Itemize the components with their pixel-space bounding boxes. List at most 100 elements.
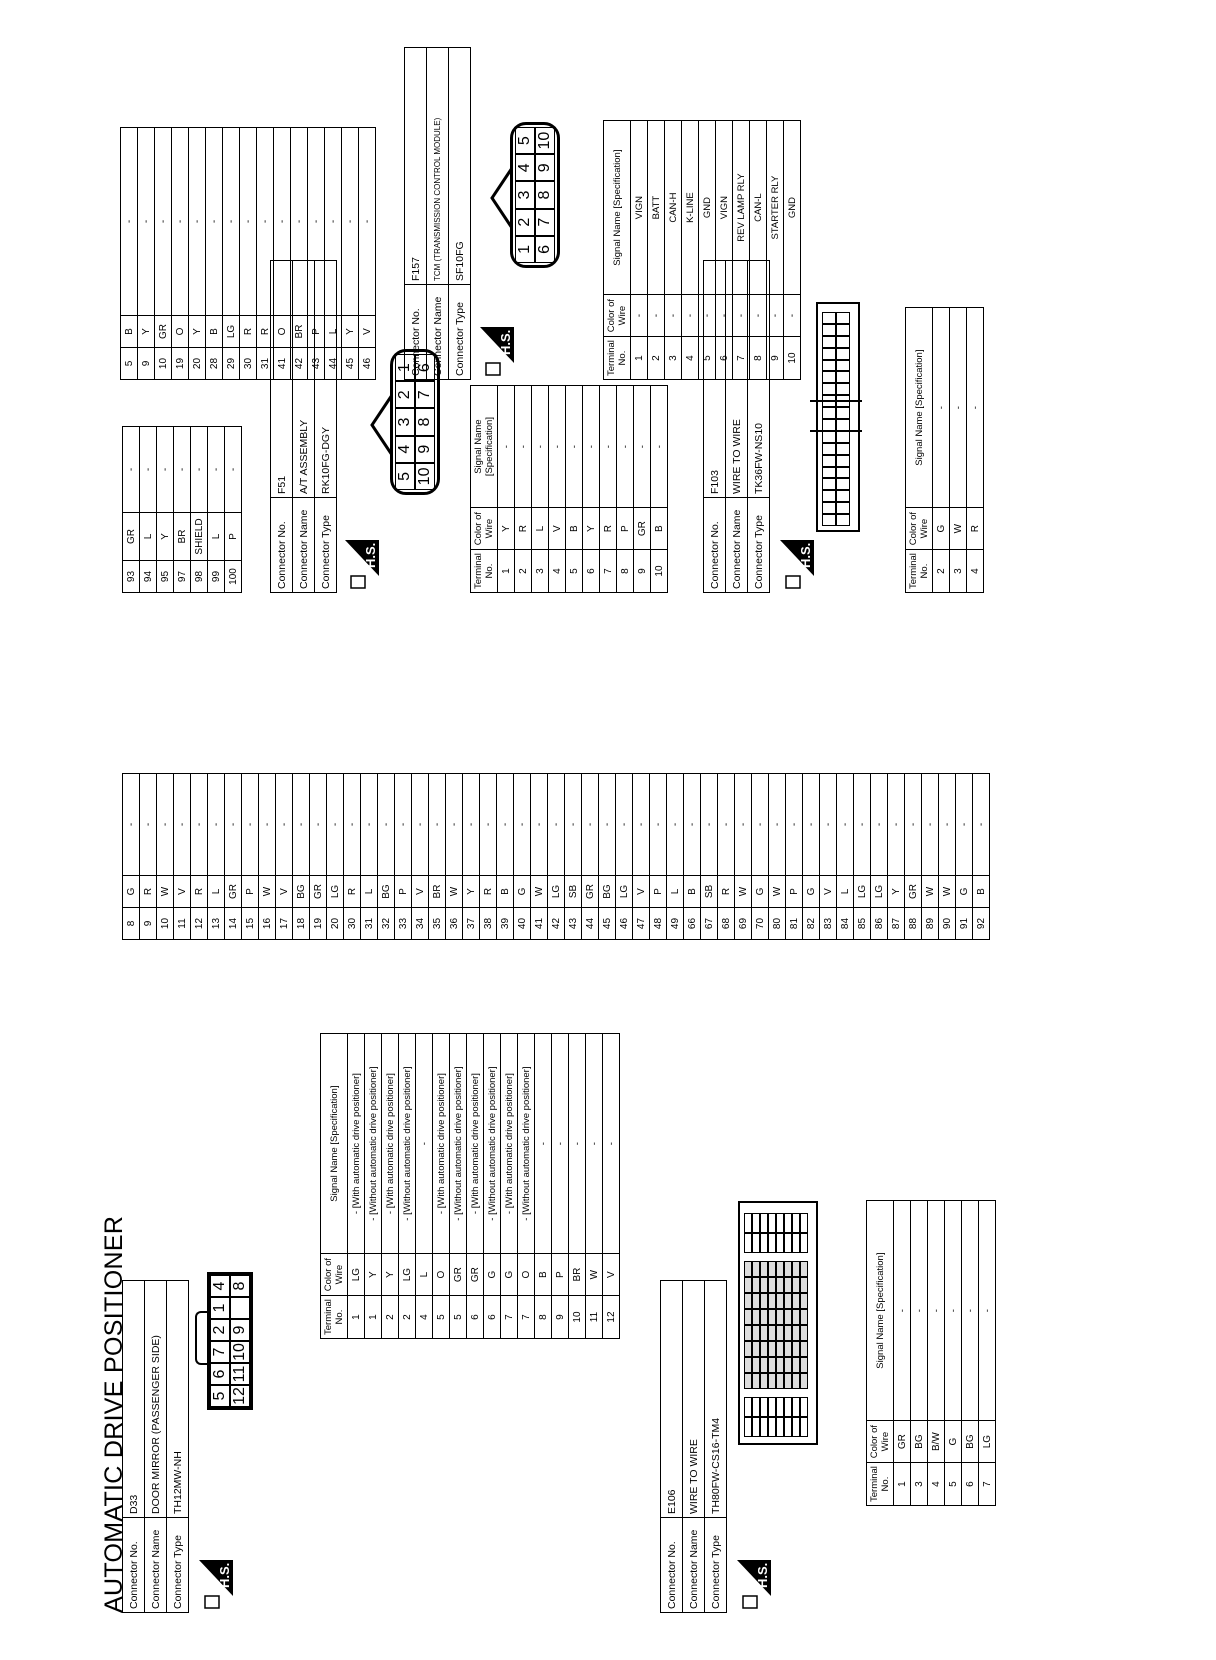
terminal-cell: 11 [585,1295,603,1339]
color-cell: L [207,875,225,908]
svg-text:H.S.: H.S. [498,330,513,355]
color-cell: GR [309,875,327,908]
table-row: 7-REV LAMP RLY [732,120,750,380]
terminal-cell: 10 [568,1295,586,1339]
pin-cell: 5 [210,1385,230,1407]
pin-cell: 3 [395,408,415,436]
color-cell: G [955,875,973,908]
signal-cell: - [324,127,342,316]
pin-cell [776,1277,784,1293]
signal-cell: - [190,426,208,513]
signal-cell: - [445,773,463,876]
terminal-cell: 2 [514,549,532,593]
terminal-cell: 44 [581,907,599,940]
pin-cell [792,1309,800,1325]
pin-cell [792,1357,800,1373]
terminal-cell: 31 [256,347,274,380]
terminal-cell: 95 [156,560,174,593]
signal-cell: - [513,773,531,876]
signal-cell: - [275,773,293,876]
pin-cell [784,1213,792,1233]
terminal-cell: 3 [664,336,682,380]
signal-cell: - [With automatic drive positioner] [432,1033,450,1254]
d33-connector-type: TH12MW-NH [166,1280,189,1518]
table-row: 1-VIGN [630,120,648,380]
pin-cell [768,1341,776,1357]
terminal-cell: 82 [802,907,820,940]
hdr-color: Color of Wire [470,507,498,550]
signal-cell: - [341,127,359,316]
color-cell: GR [449,1253,467,1296]
signal-cell: - [428,773,446,876]
pin-cell [822,383,836,396]
signal-cell: - [156,426,174,513]
color-cell: R [514,507,532,550]
terminal-cell: 2 [398,1295,416,1339]
signal-cell: - [683,773,701,876]
terminal-cell: 45 [598,907,616,940]
signal-cell: - [887,773,905,876]
color-cell: GR [633,507,651,550]
pin-cell [836,347,850,360]
color-cell: Y [887,875,905,908]
color-cell: LG [547,875,565,908]
terminal-cell: 5 [432,1295,450,1339]
signal-cell: CAN-L [749,120,767,295]
signal-cell: - [581,773,599,876]
terminal-cell: 46 [358,347,376,380]
terminal-cell: 99 [207,560,225,593]
e106-connector-no: E106 [660,1280,683,1518]
color-cell: BG [598,875,616,908]
f157-connector-name: TCM (TRANSMISSION CONTROL MODULE) [426,47,449,285]
color-cell: GR [224,875,242,908]
signal-cell: - [343,773,361,876]
terminal-cell: 94 [139,560,157,593]
color-cell: - [698,294,716,337]
terminal-cell: 4 [927,1462,945,1506]
color-cell: LG [870,875,888,908]
pin-cell [792,1233,800,1253]
color-cell: LG [222,315,240,348]
pin-cell [800,1397,808,1417]
terminal-cell: 9 [766,336,784,380]
pin-cell [822,359,836,372]
table-row: 6-VIGN [715,120,733,380]
color-cell: V [411,875,429,908]
terminal-cell: 8 [749,336,767,380]
label: Connector Type [314,497,337,593]
pin-cell [792,1293,800,1309]
signal-cell: - [415,1033,433,1254]
pin-cell: 7 [210,1341,230,1363]
signal-cell: - [With automatic drive positioner] [500,1033,518,1254]
signal-cell: - [938,773,956,876]
pin-cell [800,1325,808,1341]
color-cell: - [749,294,767,337]
color-cell: W [585,1253,603,1296]
pin-cell: 7 [415,381,435,409]
pin-cell [822,323,836,336]
signal-cell: - [955,773,973,876]
pin-cell [836,323,850,336]
pin-cell [784,1341,792,1357]
hs-harness-icon: H.S. [737,1560,771,1609]
terminal-cell: 6 [466,1295,484,1339]
pin-cell [744,1213,752,1233]
